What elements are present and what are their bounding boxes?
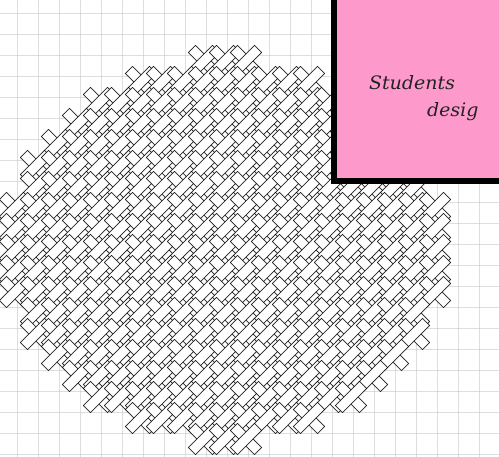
callout-text: Students desig: [369, 70, 499, 124]
callout-line-2: desig: [369, 97, 499, 124]
callout-line-1: Students: [369, 70, 499, 97]
callout-box: Students desig: [331, 0, 499, 184]
